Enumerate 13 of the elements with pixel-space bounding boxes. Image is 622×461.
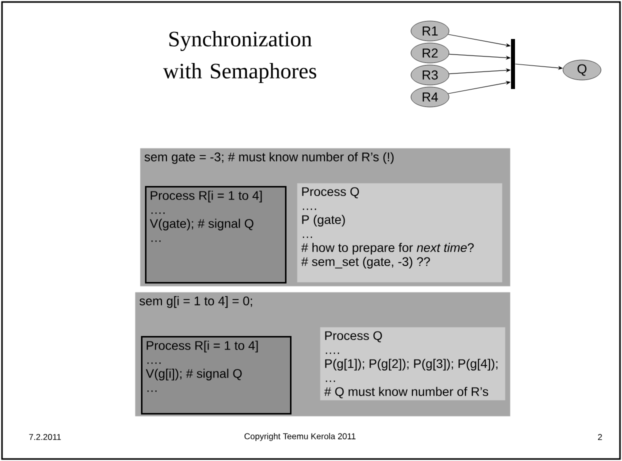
code-box: Process R[i = 1 to 4] …. V(gate); # signal Q …	[145, 186, 286, 284]
ellipse-node: R3	[410, 64, 450, 86]
ellipse-node: R1	[410, 20, 450, 42]
code-box: Process Q …. P(g[1]); P(g[2]); P(g[3]); P(g[4]); … # Q must know number of R’s	[320, 327, 506, 400]
title: Synchronization with Semaphores	[163, 31, 316, 83]
ellipse-node: R2	[410, 42, 450, 64]
footer-copyright: Copyright Teemu Kerola 2011	[244, 433, 356, 441]
ellipse-node: Q	[562, 60, 602, 80]
ellipse-node: R4	[410, 86, 450, 108]
page-number: 2	[598, 434, 602, 440]
code-box: Process R[i = 1 to 4] …. V(g[i]); # signal Q …	[141, 336, 292, 414]
footer-date: 7.2.2011	[29, 434, 61, 440]
code-box: Process Q …. P (gate) … # how to prepare for next time? # sem_set (gate, -3) ??	[297, 183, 502, 282]
